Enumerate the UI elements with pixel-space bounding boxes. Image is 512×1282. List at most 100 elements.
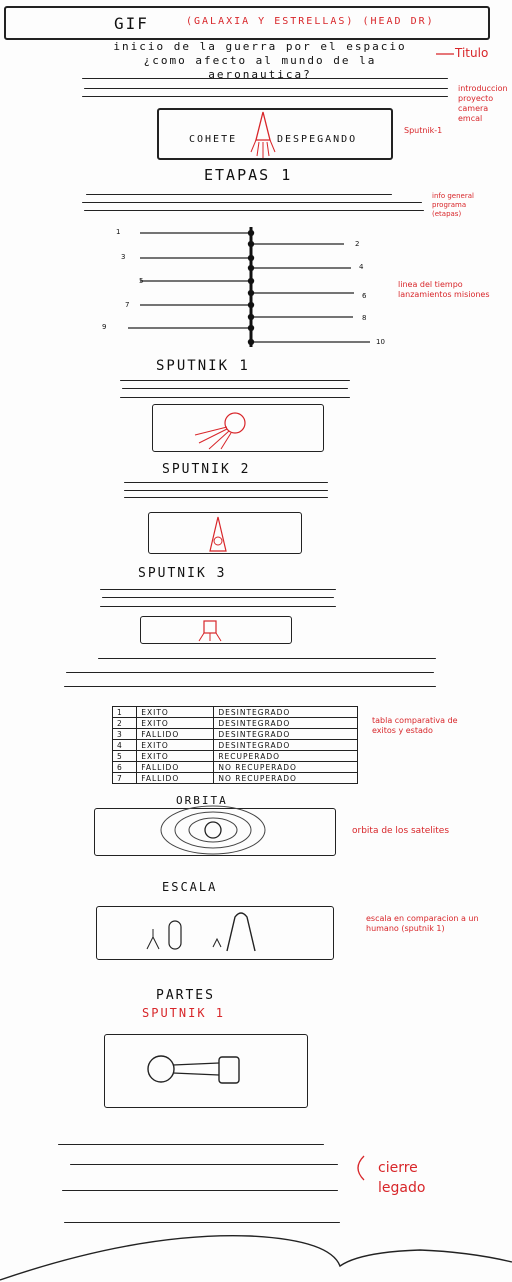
table-cell: DESINTEGRADO bbox=[213, 706, 358, 718]
table-annotation: tabla comparativa de exitos y estado bbox=[372, 716, 458, 735]
title-line-2: ¿como afecto al mundo de la aeronautica? bbox=[143, 54, 377, 81]
closing-line bbox=[64, 1222, 340, 1224]
sputnik1-line bbox=[120, 380, 350, 382]
orbit-annotation: orbita de los satelites bbox=[352, 826, 450, 836]
orbit-title: ORBITA bbox=[176, 794, 228, 807]
sputnik3-line bbox=[100, 589, 336, 591]
closing-line bbox=[70, 1164, 338, 1166]
timeline-dot bbox=[247, 313, 255, 321]
timeline-dot bbox=[247, 240, 255, 248]
orbit-icon bbox=[160, 805, 266, 855]
table-cell: DESINTEGRADO bbox=[213, 728, 358, 740]
stages-title: ETAPAS 1 bbox=[204, 166, 293, 184]
timeline-number: 4 bbox=[359, 263, 364, 271]
satellite-icon bbox=[194, 412, 246, 450]
sputnik2-line bbox=[124, 482, 328, 484]
sputnik3-title: SPUTNIK 3 bbox=[138, 566, 227, 581]
sputnik2-title: SPUTNIK 2 bbox=[162, 462, 251, 477]
stages-annotation: info general programa (etapas) bbox=[432, 192, 474, 218]
timeline-number: 8 bbox=[362, 314, 367, 322]
stages-line bbox=[82, 202, 422, 204]
closing-line bbox=[58, 1144, 324, 1146]
orbit-image-box bbox=[94, 805, 336, 856]
table-cell: EXITO bbox=[136, 717, 215, 729]
timeline-number: 6 bbox=[362, 292, 367, 300]
rocket-icon bbox=[250, 111, 276, 158]
timeline-dot bbox=[247, 229, 255, 237]
table-cell: FALLIDO bbox=[136, 728, 215, 740]
closing-bracket bbox=[357, 1155, 365, 1181]
title-line-1: inicio de la guerra por el espacio bbox=[113, 40, 407, 53]
sputnik1-line bbox=[122, 388, 348, 390]
scale-annotation: escala en comparacion a un humano (sputn… bbox=[366, 914, 479, 933]
sputnik3-line bbox=[100, 606, 336, 608]
timeline-number: 9 bbox=[102, 323, 107, 331]
header-bar: GIF (GALAXIA Y ESTRELLAS) (HEAD DR) bbox=[4, 6, 490, 40]
table-cell: EXITO bbox=[136, 750, 215, 762]
table-cell: FALLIDO bbox=[136, 761, 215, 773]
table-cell: NO RECUPERADO bbox=[213, 772, 358, 784]
closing-line bbox=[62, 1190, 338, 1192]
rocket-icon bbox=[209, 516, 227, 552]
page-title: inicio de la guerra por el espacio ¿como… bbox=[90, 40, 430, 82]
table-cell: FALLIDO bbox=[136, 772, 215, 784]
scale-image-box bbox=[96, 906, 334, 960]
sputnik2-line bbox=[124, 497, 328, 499]
section-line bbox=[64, 686, 436, 688]
timeline-dot bbox=[247, 324, 255, 332]
section-line bbox=[98, 658, 436, 660]
hero-image-box: COHETE DESPEGANDO bbox=[157, 108, 393, 160]
table-cell: 1 bbox=[111, 706, 138, 718]
timeline-annotation: linea del tiempo lanzamientos misiones bbox=[398, 280, 490, 299]
intro-line bbox=[84, 88, 448, 90]
table-cell: 3 bbox=[111, 728, 138, 740]
timeline-dot bbox=[247, 277, 255, 285]
lander-icon bbox=[198, 620, 222, 642]
gif-note: (GALAXIA Y ESTRELLAS) (HEAD DR) bbox=[186, 16, 435, 27]
table-cell: 5 bbox=[111, 750, 138, 762]
table-cell: 2 bbox=[111, 717, 138, 729]
gif-label: GIF bbox=[114, 14, 149, 33]
timeline-number: 10 bbox=[376, 338, 385, 346]
sputnik2-image-box bbox=[148, 512, 302, 554]
sputnik3-line bbox=[102, 597, 334, 599]
intro-annotation: introduccion proyecto camera emcal bbox=[458, 84, 508, 123]
table-cell: EXITO bbox=[136, 706, 215, 718]
table-cell: 4 bbox=[111, 739, 138, 751]
sputnik3-image-box bbox=[140, 616, 292, 644]
sputnik-parts-icon bbox=[147, 1055, 240, 1084]
timeline-number: 7 bbox=[125, 301, 130, 309]
sputnik2-line bbox=[124, 490, 328, 492]
title-annotation: Titulo bbox=[455, 46, 489, 60]
human-comparison-icon bbox=[146, 912, 256, 952]
title-arrow bbox=[436, 53, 454, 55]
timeline-number: 3 bbox=[121, 253, 126, 261]
timeline-dot bbox=[247, 264, 255, 272]
sputnik1-image-box bbox=[152, 404, 324, 452]
timeline-dot bbox=[247, 338, 255, 346]
timeline-dot bbox=[247, 301, 255, 309]
parts-subtitle: SPUTNIK 1 bbox=[142, 1006, 226, 1020]
sputnik1-line bbox=[120, 397, 350, 399]
stages-line bbox=[86, 194, 392, 196]
table-cell: RECUPERADO bbox=[213, 750, 358, 762]
hero-annotation: Sputnik-1 bbox=[404, 126, 443, 135]
footer-wave bbox=[0, 1235, 512, 1281]
table-cell: DESINTEGRADO bbox=[213, 717, 358, 729]
timeline-dot bbox=[247, 289, 255, 297]
parts-image-box bbox=[104, 1034, 308, 1108]
timeline-number: 1 bbox=[116, 228, 121, 236]
stages-line bbox=[84, 210, 424, 212]
timeline-number: 2 bbox=[355, 240, 360, 248]
timeline-diagram bbox=[128, 227, 370, 347]
table-cell: 6 bbox=[111, 761, 138, 773]
timeline-number: 5 bbox=[139, 277, 144, 285]
table-cell: NO RECUPERADO bbox=[213, 761, 358, 773]
